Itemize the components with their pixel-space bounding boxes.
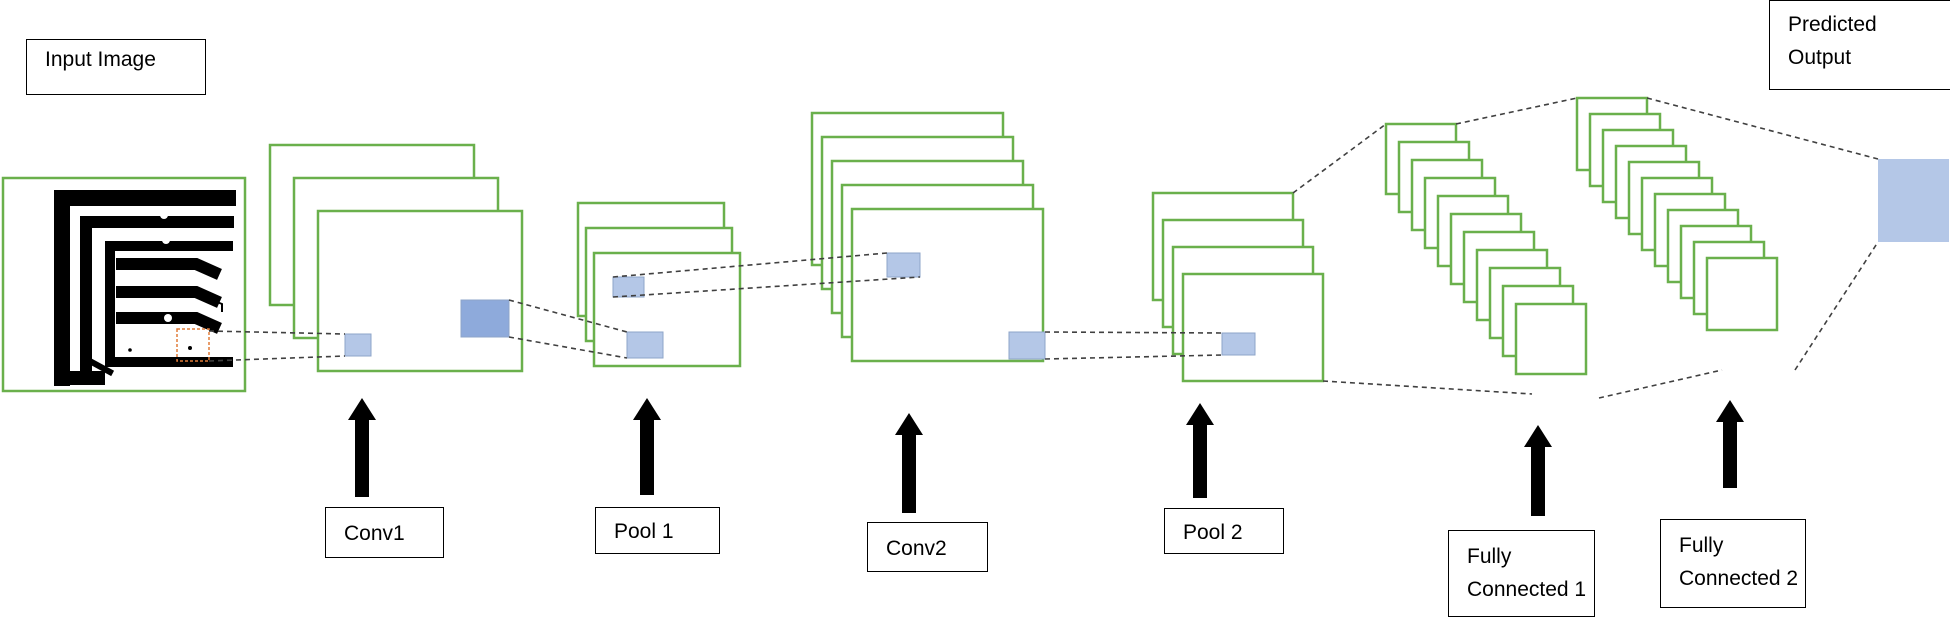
arrow-shaft: [355, 418, 369, 497]
arrow-shaft: [902, 433, 916, 513]
pool2-label: Pool 2: [1164, 508, 1284, 554]
arrow-head: [348, 398, 376, 420]
connector-conv1-pool1-top: [508, 299, 628, 333]
connector-pool1-conv2-top: [612, 252, 888, 278]
conv2-feature-maps: [810, 111, 1045, 363]
arrow-shaft: [1723, 420, 1737, 488]
feature-map: [1181, 272, 1325, 383]
fully-connected-1-nodes: [1384, 122, 1588, 376]
pool1-patch-b: [626, 331, 664, 359]
input-image: [1, 176, 247, 393]
pool1-patch-a: [612, 276, 645, 298]
fully-connected-1-label: Fully Connected 1: [1448, 530, 1595, 617]
arrow-head: [633, 398, 661, 420]
trace-thin: [211, 299, 223, 312]
circuit-traces: [54, 190, 236, 386]
trace: [116, 286, 222, 308]
arrow-shaft: [1193, 423, 1207, 498]
pool2-patch: [1221, 332, 1256, 356]
trace: [54, 190, 236, 386]
via-hole: [162, 236, 170, 244]
conv2-patch-a: [886, 252, 921, 278]
speck: [128, 348, 132, 352]
trace: [116, 312, 222, 334]
output-node: [1878, 159, 1949, 242]
fully-connected-2-nodes: [1575, 96, 1779, 332]
arrow-head: [1186, 403, 1214, 425]
arrow-head: [895, 413, 923, 435]
trace: [80, 216, 234, 374]
via-hole: [160, 211, 168, 219]
up-arrow-icon: [1716, 400, 1744, 488]
conv2-label: Conv2: [867, 522, 988, 572]
fully-connected-2-label: Fully Connected 2: [1660, 519, 1806, 608]
up-arrow-icon: [633, 398, 661, 495]
predicted-output-label: Predicted Output: [1769, 0, 1950, 90]
connector-pool2-fc1-bottom: [1322, 380, 1533, 395]
pool1-feature-maps: [576, 201, 742, 368]
connector-input-conv1-bottom: [208, 355, 346, 362]
arrow-shaft: [640, 418, 654, 495]
feature-map: [1514, 302, 1588, 376]
connector-fc2-output-top: [1646, 97, 1879, 160]
input-image-label: Input Image: [26, 39, 206, 95]
trace: [116, 258, 222, 280]
arrow-head: [1716, 400, 1744, 422]
conv1-kernel-patch: [344, 333, 372, 357]
via-hole: [164, 314, 172, 322]
connector-pool2-fc1-top: [1292, 123, 1387, 194]
pool1-label: Pool 1: [595, 507, 720, 554]
conv2-patch-b: [1008, 331, 1046, 360]
connector-conv1-pool1-bottom: [508, 336, 628, 359]
arrow-head: [1524, 425, 1552, 447]
arrow-shaft: [1531, 445, 1545, 516]
trace: [105, 241, 233, 367]
connector-fc1-fc2-bottom: [1598, 369, 1723, 399]
speck: [188, 346, 192, 350]
feature-map: [1705, 256, 1779, 332]
up-arrow-icon: [348, 398, 376, 497]
up-arrow-icon: [1524, 425, 1552, 516]
input-image-frame: [1, 176, 247, 393]
up-arrow-icon: [1186, 403, 1214, 498]
up-arrow-icon: [895, 413, 923, 513]
connector-pool1-conv2-bottom: [612, 276, 921, 298]
trace: [83, 355, 115, 377]
connector-input-conv1-top: [208, 330, 346, 335]
feature-map: [592, 251, 742, 368]
receptive-field-selection: [176, 328, 210, 362]
connector-fc1-fc2-top: [1455, 97, 1578, 125]
connector-conv2-pool2-top: [1044, 331, 1223, 334]
conv1-label: Conv1: [325, 507, 444, 558]
conv1-pooling-window: [460, 299, 510, 338]
pool2-feature-maps: [1151, 191, 1325, 383]
connector-conv2-pool2-bottom: [1044, 354, 1223, 360]
connector-fc2-output-bottom: [1794, 241, 1879, 371]
